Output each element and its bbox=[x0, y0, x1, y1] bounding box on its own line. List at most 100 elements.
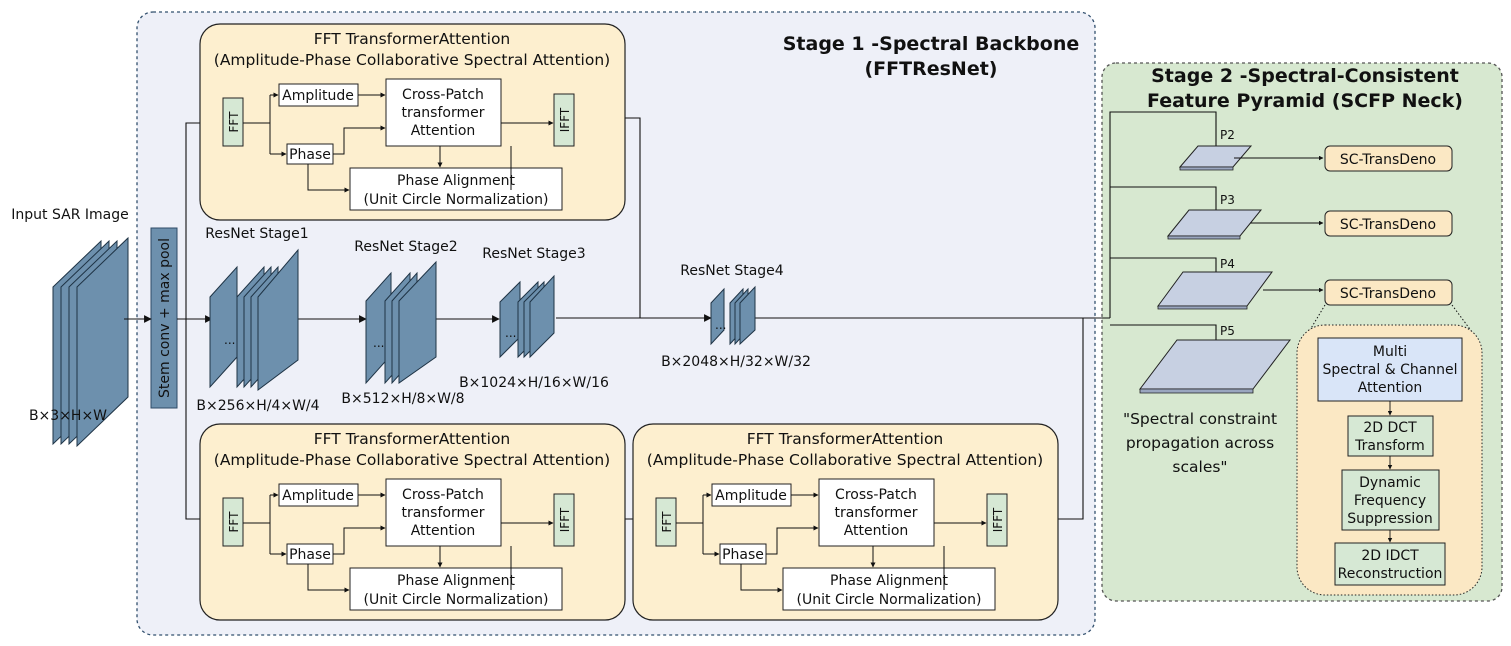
sc-transdeno-p3 bbox=[1324, 210, 1453, 237]
pyramid-p3-plane bbox=[1166, 209, 1263, 240]
resnet-stage3-label: ResNet Stage3 bbox=[482, 246, 585, 262]
cross-patch-attention-block bbox=[818, 478, 935, 547]
stage2-subtitle: Feature Pyramid (SCFP Neck) bbox=[1147, 90, 1463, 112]
dfs-line2: Frequency bbox=[1354, 493, 1426, 509]
attention-connector bbox=[766, 525, 819, 555]
cross-patch-line1: Cross-Patch bbox=[835, 487, 917, 503]
ifft-block bbox=[553, 493, 575, 547]
msca-line1: Multi bbox=[1373, 344, 1407, 360]
amplitude-label: Amplitude bbox=[282, 88, 354, 104]
dfs-line3: Suppression bbox=[1347, 511, 1433, 527]
dfs-block bbox=[1341, 469, 1440, 531]
attention-connector bbox=[333, 525, 386, 555]
propagation-quote-3: scales" bbox=[1172, 458, 1227, 476]
phase-alignment-block bbox=[349, 567, 563, 611]
phase-alignment-block bbox=[782, 567, 996, 611]
resnet-stage3-tensor: ... bbox=[499, 274, 555, 359]
pyramid-p2-label: P2 bbox=[1220, 128, 1235, 142]
dct-line2: Transform bbox=[1354, 438, 1425, 454]
ifft-label: IFFT bbox=[558, 107, 572, 132]
phase-alignment-line1: Phase Alignment bbox=[397, 573, 515, 589]
phase-alignment-line2: (Unit Circle Normalization) bbox=[364, 592, 549, 608]
phase-alignment-line1: Phase Alignment bbox=[830, 573, 948, 589]
input-shape: B×3×H×W bbox=[29, 408, 107, 424]
attention-title: FFT TransformerAttention bbox=[314, 430, 511, 448]
attention-subtitle: (Amplitude-Phase Collaborative Spectral … bbox=[214, 51, 610, 69]
resnet-stage2-tensor: ... bbox=[365, 260, 437, 385]
svg-text:...: ... bbox=[505, 326, 516, 340]
cross-patch-attention-block bbox=[385, 478, 502, 547]
cross-patch-line2: transformer bbox=[834, 505, 917, 521]
attention-title: FFT TransformerAttention bbox=[314, 30, 511, 48]
resnet-stage1-tensor: ... bbox=[209, 248, 299, 391]
msca-line3: Attention bbox=[1358, 380, 1423, 396]
dct-block bbox=[1347, 415, 1434, 457]
pyramid-p3-label: P3 bbox=[1220, 193, 1235, 207]
resnet-stage4-shape: B×2048×H/32×W/32 bbox=[661, 354, 811, 370]
pyramid-p2-plane bbox=[1178, 145, 1253, 171]
phase-label: Phase bbox=[722, 547, 764, 563]
stem-label: Stem conv + max pool bbox=[157, 238, 173, 398]
attention-subtitle: (Amplitude-Phase Collaborative Spectral … bbox=[647, 451, 1043, 469]
ifft-label: IFFT bbox=[558, 507, 572, 532]
svg-text:...: ... bbox=[373, 336, 384, 350]
input-label: Input SAR Image bbox=[11, 207, 128, 223]
fft-label: FFT bbox=[227, 111, 241, 133]
fft-label: FFT bbox=[660, 511, 674, 533]
fft-label: FFT bbox=[227, 511, 241, 533]
idct-line2: Reconstruction bbox=[1338, 566, 1443, 582]
amplitude-label: Amplitude bbox=[282, 488, 354, 504]
cross-patch-line2: transformer bbox=[401, 105, 484, 121]
attention-connector bbox=[740, 564, 783, 593]
pyramid-p5-label: P5 bbox=[1220, 324, 1235, 338]
pyramid-p5-plane bbox=[1138, 339, 1292, 394]
resnet-stage1-shape: B×256×H/4×W/4 bbox=[196, 398, 319, 414]
attention-connector bbox=[307, 564, 350, 593]
svg-text:...: ... bbox=[715, 318, 726, 332]
sc-transdeno-p3-label: SC-TransDeno bbox=[1340, 217, 1436, 233]
cross-patch-attention-block bbox=[385, 78, 502, 147]
sc-transdeno-p2 bbox=[1324, 145, 1453, 172]
fft-block bbox=[222, 497, 244, 547]
sc-transdeno-p4 bbox=[1324, 279, 1453, 306]
attention-blocks: FFT TransformerAttention (Amplitude-Phase… bbox=[199, 23, 1059, 621]
fft-block bbox=[655, 497, 677, 547]
cross-patch-line3: Attention bbox=[411, 523, 476, 539]
stage1-subtitle: (FFTResNet) bbox=[865, 58, 998, 80]
fft-block bbox=[222, 97, 244, 147]
cross-patch-line1: Cross-Patch bbox=[402, 487, 484, 503]
resnet-stage3-shape: B×1024×H/16×W/16 bbox=[459, 375, 609, 391]
amplitude-label: Amplitude bbox=[715, 488, 787, 504]
resnet-stage4-label: ResNet Stage4 bbox=[680, 263, 783, 279]
phase-label: Phase bbox=[289, 147, 331, 163]
dct-line1: 2D DCT bbox=[1363, 420, 1417, 436]
resnet-stage2-shape: B×512×H/8×W/8 bbox=[341, 391, 464, 407]
denoiser-connectors bbox=[1234, 155, 1324, 293]
attention-connector bbox=[333, 125, 386, 155]
attention-title: FFT TransformerAttention bbox=[747, 430, 944, 448]
ifft-block bbox=[986, 493, 1008, 547]
fft-attention-top: FFT TransformerAttention (Amplitude-Phase… bbox=[199, 23, 626, 221]
attention-connector bbox=[307, 164, 350, 193]
fft-attention-bottom-right: FFT TransformerAttention (Amplitude-Phase… bbox=[632, 423, 1059, 621]
phase-label: Phase bbox=[289, 547, 331, 563]
cross-patch-line2: transformer bbox=[401, 505, 484, 521]
fft-attention-bottom-left: FFT TransformerAttention (Amplitude-Phase… bbox=[199, 423, 626, 621]
ifft-label: IFFT bbox=[991, 507, 1005, 532]
resnet-stage4-tensor: ... bbox=[710, 285, 756, 346]
pyramid-p4-plane bbox=[1157, 271, 1273, 310]
cross-patch-line3: Attention bbox=[844, 523, 909, 539]
propagation-quote-2: propagation across bbox=[1126, 434, 1274, 452]
sc-transdeno-p4-label: SC-TransDeno bbox=[1340, 286, 1436, 302]
svg-text:...: ... bbox=[224, 333, 235, 347]
stem-block bbox=[150, 227, 178, 409]
input-tensor bbox=[52, 236, 129, 448]
stage2-title: Stage 2 -Spectral-Consistent bbox=[1151, 65, 1459, 87]
attention-subtitle: (Amplitude-Phase Collaborative Spectral … bbox=[214, 451, 610, 469]
phase-alignment-line1: Phase Alignment bbox=[397, 173, 515, 189]
msca-block bbox=[1317, 337, 1463, 402]
dfs-line1: Dynamic bbox=[1359, 475, 1421, 491]
cross-patch-line3: Attention bbox=[411, 123, 476, 139]
ifft-block bbox=[553, 93, 575, 147]
